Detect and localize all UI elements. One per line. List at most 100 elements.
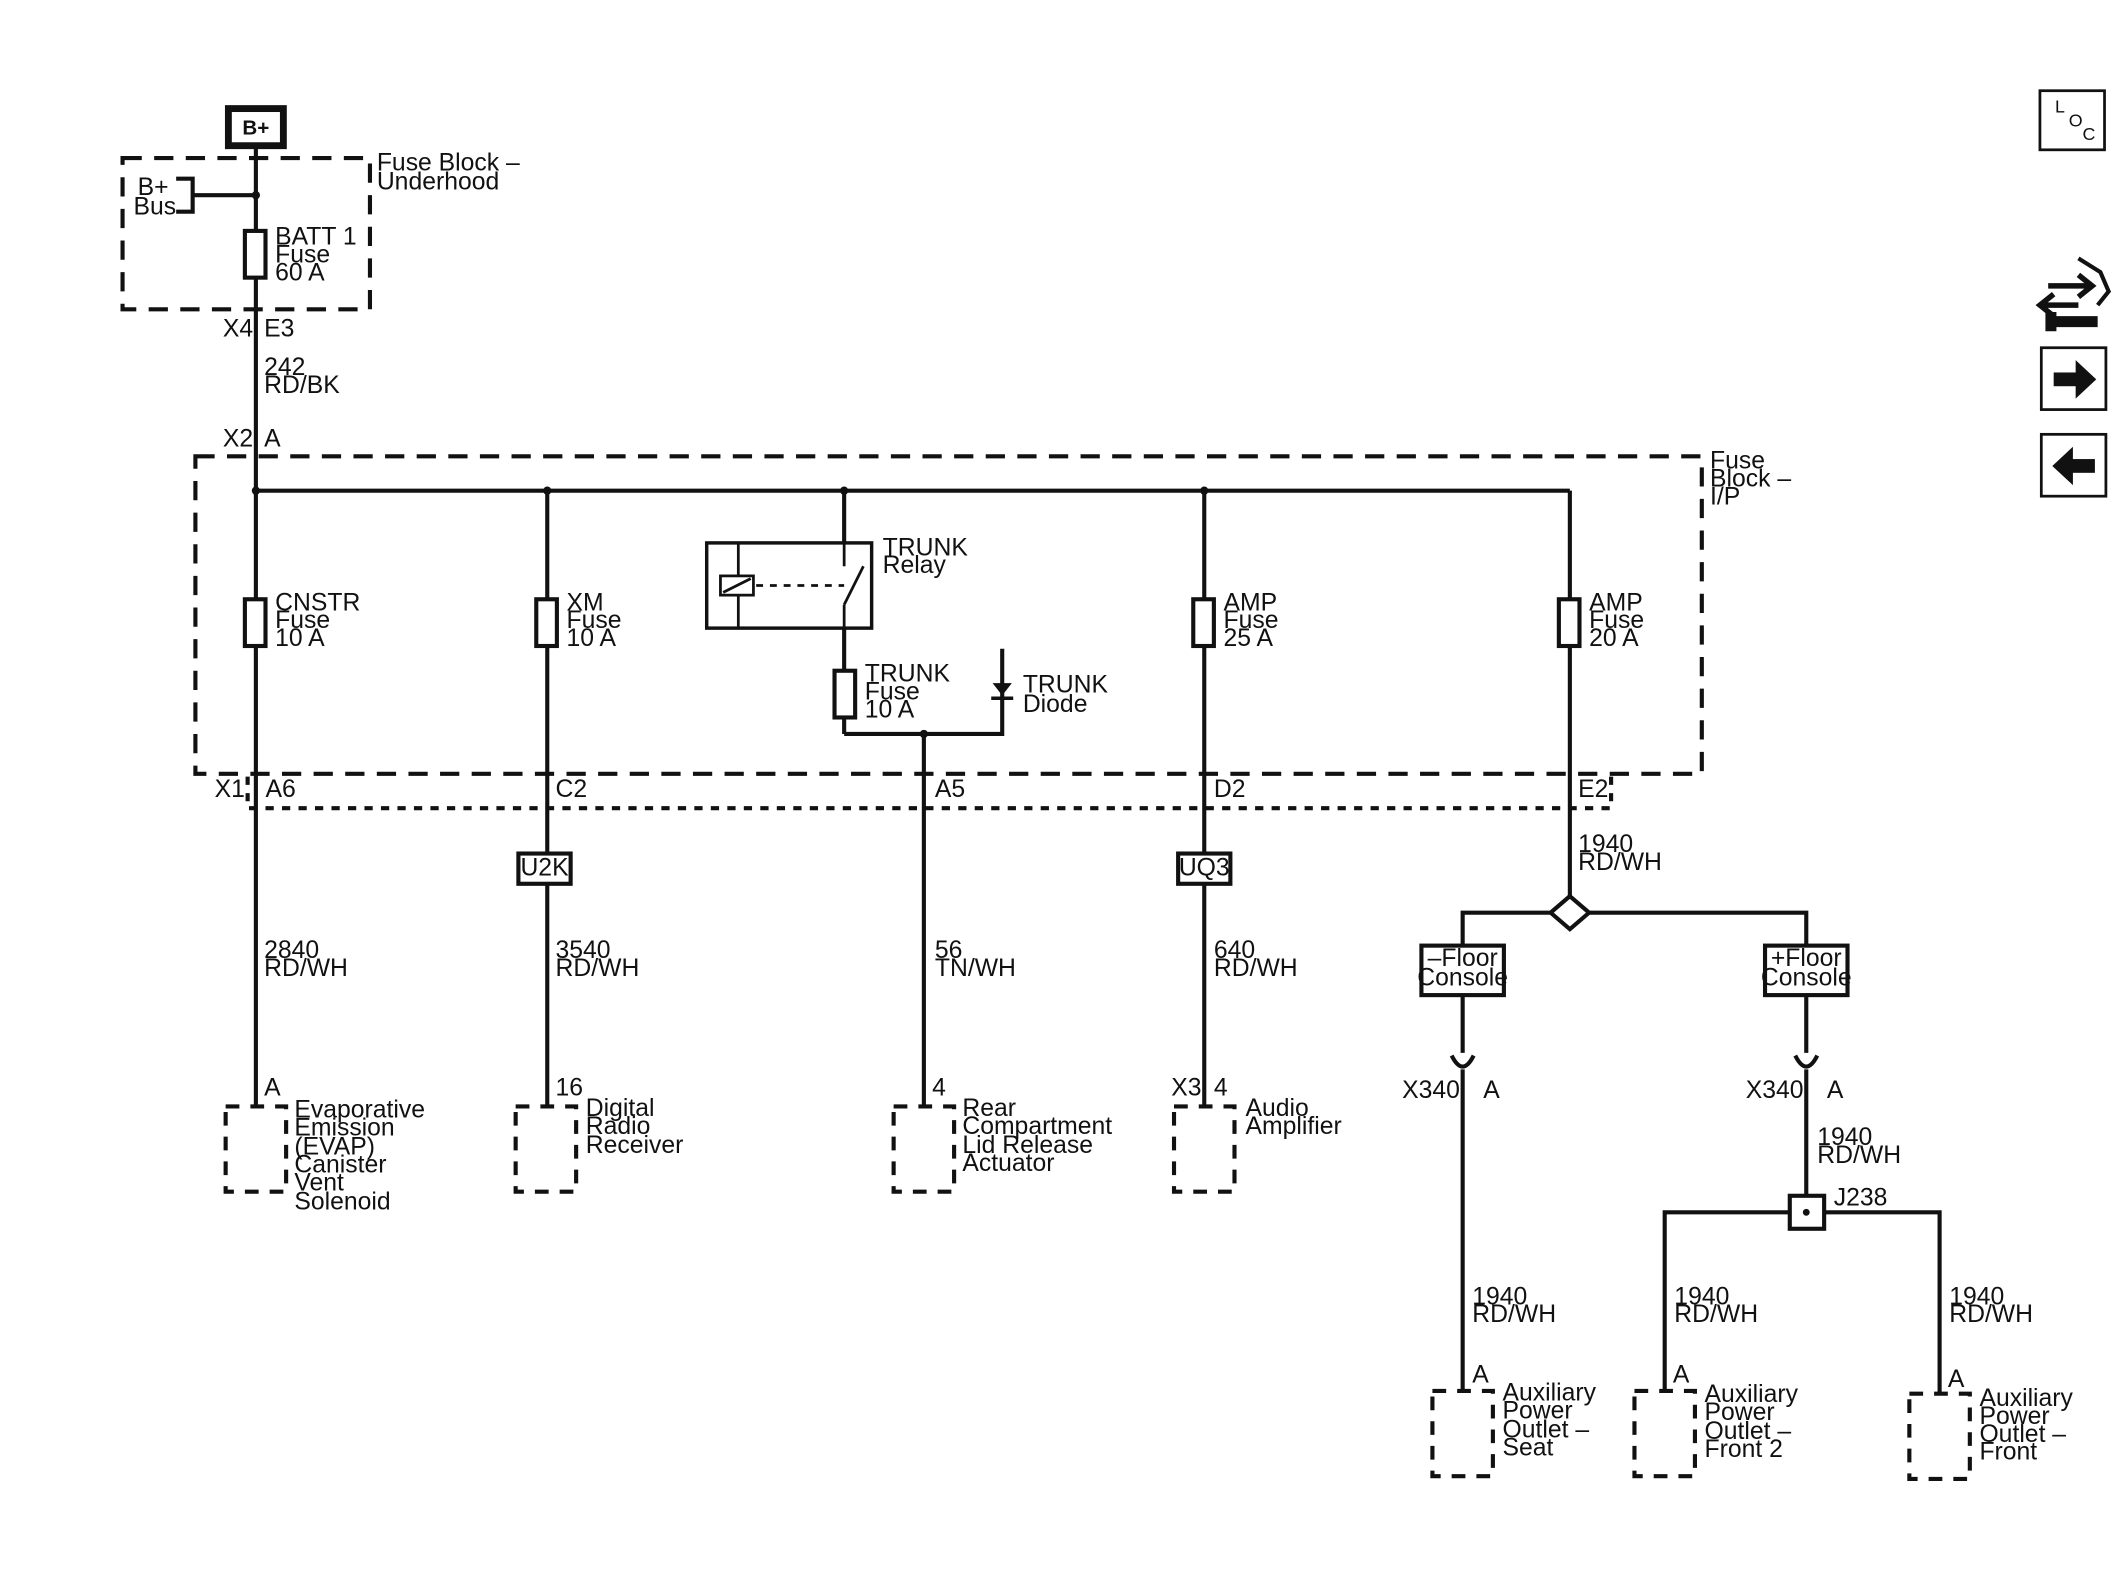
arrow-left-icon <box>2052 446 2095 486</box>
ip-fuse-block <box>193 454 1704 776</box>
wire-1940-seat-label: 1940 RD/WH <box>1472 1283 1556 1328</box>
audio-amplifier: X3 4 Audio Amplifier <box>1171 1074 1342 1194</box>
loc-l: L <box>2055 97 2065 117</box>
cnstr-fuse-label: CNSTR Fuse 10 A <box>275 589 367 652</box>
x340-label-left: X340 <box>1402 1077 1460 1104</box>
trunk-diode-wire <box>844 648 1005 737</box>
x340-pin-left: A <box>1483 1077 1500 1104</box>
aux-power-outlet-seat: A Auxiliary Power Outlet – Seat <box>1430 1362 1603 1479</box>
audio-amplifier-label: Audio Amplifier <box>1245 1095 1341 1140</box>
d2-pin-label: D2 <box>1214 776 1246 803</box>
aux-power-outlet-front: A Auxiliary Power Outlet – Front <box>1907 1366 2079 1481</box>
batt1-fuse-label: BATT 1 Fuse 60 A <box>275 224 363 287</box>
evap-terminal-label: A <box>264 1074 281 1101</box>
trunk-relay <box>704 541 874 630</box>
plus-floor-label-2: Console <box>1761 964 1852 991</box>
wire-2840-label: 2840 RD/WH <box>264 937 348 982</box>
underhood-fuse-block <box>120 156 373 312</box>
relay-switch <box>842 565 865 606</box>
minus-floor-console-option: –Floor Console <box>1417 943 1508 998</box>
wire-1940-front2-label: 1940 RD/WH <box>1674 1283 1758 1328</box>
x2-connector-label: X2 <box>223 426 253 453</box>
digital-radio-receiver: 16 Digital Radio Receiver <box>513 1074 684 1194</box>
j238-label: J238 <box>1834 1184 1888 1211</box>
amp-25-fuse-label: AMP Fuse 25 A <box>1223 589 1285 652</box>
connector-tool-icon[interactable] <box>2035 256 2112 332</box>
x340-connector-right <box>1793 1054 1820 1069</box>
wire-242-label: 242 RD/BK <box>264 354 340 399</box>
x3-connector-label: X3 <box>1171 1074 1201 1101</box>
back-button[interactable] <box>2039 432 2108 498</box>
actuator-terminal-label: 4 <box>932 1074 946 1101</box>
bus-node <box>251 486 261 495</box>
e2-pin-label: E2 <box>1578 776 1608 803</box>
wire-640-label: 640 RD/WH <box>1214 937 1298 982</box>
wire-1940-front-label: 1940 RD/WH <box>1949 1283 2033 1328</box>
front2-outlet-label: Auxiliary Power Outlet – Front 2 <box>1705 1381 1805 1463</box>
ip-block-label: Fuse Block – I/P <box>1710 448 1798 511</box>
x4-connector-label: X4 <box>223 316 253 343</box>
x1-connector-outline <box>245 776 1614 811</box>
rear-lid-actuator: 4 Rear Compartment Lid Release Actuator <box>891 1074 1119 1194</box>
plus-floor-wire <box>1589 910 1809 946</box>
splice-dot <box>1802 1208 1810 1216</box>
seat-outlet-label: Auxiliary Power Outlet – Seat <box>1503 1380 1603 1462</box>
trunk-relay-label: TRUNK Relay <box>883 534 975 579</box>
u2k-option-box: U2K <box>516 851 573 886</box>
power-source: B+ <box>224 105 287 150</box>
x340-label-right: X340 <box>1746 1077 1804 1104</box>
trunk-diode <box>992 683 1012 696</box>
a6-pin-label: A6 <box>265 776 295 803</box>
evap-solenoid-label: Evaporative Emission (EVAP) Canister Ven… <box>294 1096 432 1215</box>
digital-radio-label: Digital Radio Receiver <box>586 1095 684 1159</box>
bus-bar <box>176 176 256 214</box>
front-outlet-label: Auxiliary Power Outlet – Front <box>1979 1385 2079 1466</box>
wire-3540-label: 3540 RD/WH <box>556 937 640 982</box>
c2-pin-label: C2 <box>556 776 588 803</box>
wire-1940-splice-label: 1940 RD/WH <box>1817 1124 1901 1169</box>
evap-solenoid: A Evaporative Emission (EVAP) Canister V… <box>223 1074 432 1216</box>
front-outlet-wire <box>1824 1210 1942 1394</box>
uq3-option-label: UQ3 <box>1179 855 1230 882</box>
u2k-option-label: U2K <box>520 855 569 882</box>
aux-power-outlet-front-2: A Auxiliary Power Outlet – Front 2 <box>1632 1362 1805 1479</box>
minus-floor-wire <box>1460 910 1551 946</box>
forward-button[interactable] <box>2039 346 2108 411</box>
a5-pin-label: A5 <box>935 776 965 803</box>
x2-pin-label: A <box>264 426 281 453</box>
arrow-right-icon <box>2053 360 2097 399</box>
bus-junction <box>251 191 261 200</box>
x340-connector-left <box>1449 1054 1476 1069</box>
rear-lid-actuator-label: Rear Compartment Lid Release Actuator <box>962 1095 1119 1177</box>
option-diamond <box>1547 893 1593 932</box>
radio-terminal-label: 16 <box>556 1074 584 1101</box>
x1-connector-label: X1 <box>215 776 245 803</box>
power-label: B+ <box>242 117 269 140</box>
amp-20-fuse-label: AMP Fuse 20 A <box>1589 589 1651 652</box>
cnstr-fuse <box>242 597 268 649</box>
loc-button[interactable]: L O C <box>2038 89 2106 152</box>
xm-fuse <box>534 597 559 649</box>
trunk-fuse-label: TRUNK Fuse 10 A <box>865 661 957 724</box>
loc-c: C <box>2083 124 2096 144</box>
uq3-option-box: UQ3 <box>1176 851 1233 886</box>
batt1-fuse <box>242 228 268 280</box>
e3-pin-label: E3 <box>264 316 294 343</box>
plus-floor-console-option: +Floor Console <box>1761 943 1852 998</box>
amplifier-terminal-label: 4 <box>1214 1074 1228 1101</box>
wire-56-label: 56 TN/WH <box>935 937 1016 982</box>
loc-o: O <box>2069 110 2083 130</box>
amp-25-fuse <box>1191 597 1216 649</box>
trunk-fuse <box>832 668 858 720</box>
bus-label: B+ Bus <box>134 174 177 220</box>
front2-outlet-wire <box>1662 1210 1790 1391</box>
seat-outlet-terminal: A <box>1472 1362 1489 1389</box>
xm-fuse-label: XM Fuse 10 A <box>567 589 629 652</box>
relay-coil-mark <box>722 577 752 594</box>
minus-floor-label-2: Console <box>1417 964 1508 991</box>
wire-1940-label: 1940 RD/WH <box>1578 831 1662 876</box>
trunk-diode-label: TRUNK Diode <box>1023 672 1115 718</box>
plus-floor-label-1: +Floor <box>1771 945 1842 972</box>
amp-20-fuse <box>1556 597 1582 649</box>
